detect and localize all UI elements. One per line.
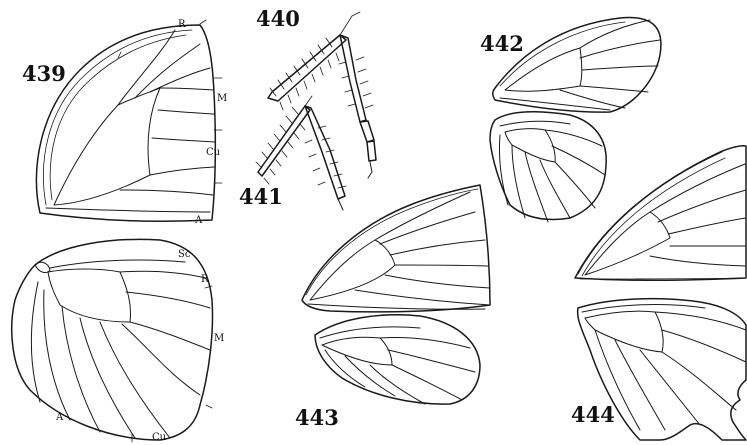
fig-439-hindwing <box>12 239 213 442</box>
vein-label-a-hindwing: A <box>56 413 63 423</box>
fig-443-forewing <box>302 185 490 312</box>
fig-442-hindwing <box>490 112 606 222</box>
fig-443-hindwing <box>315 315 480 404</box>
figure-number-442: 442 <box>480 33 524 54</box>
vein-label-m-forewing: M <box>217 94 227 104</box>
vein-label-m-hindwing: M <box>214 334 224 344</box>
fig-444-forewing <box>575 146 746 281</box>
figure-number-443: 443 <box>295 407 339 428</box>
vein-label-a-forewing: A <box>195 216 202 226</box>
figure-number-444: 444 <box>571 404 615 425</box>
vein-label-r-forewing: R <box>178 20 186 30</box>
vein-label-r-hindwing: R <box>201 275 209 285</box>
vein-label-cu-forewing: Cu <box>206 148 220 158</box>
figure-number-441: 441 <box>239 186 283 207</box>
vein-label-cu-hindwing: Cu <box>152 433 166 443</box>
fig-439-forewing <box>36 20 222 221</box>
figure-number-439: 439 <box>22 63 66 84</box>
vein-label-sc-hindwing: Sc <box>178 250 190 260</box>
figure-number-440: 440 <box>256 8 300 29</box>
